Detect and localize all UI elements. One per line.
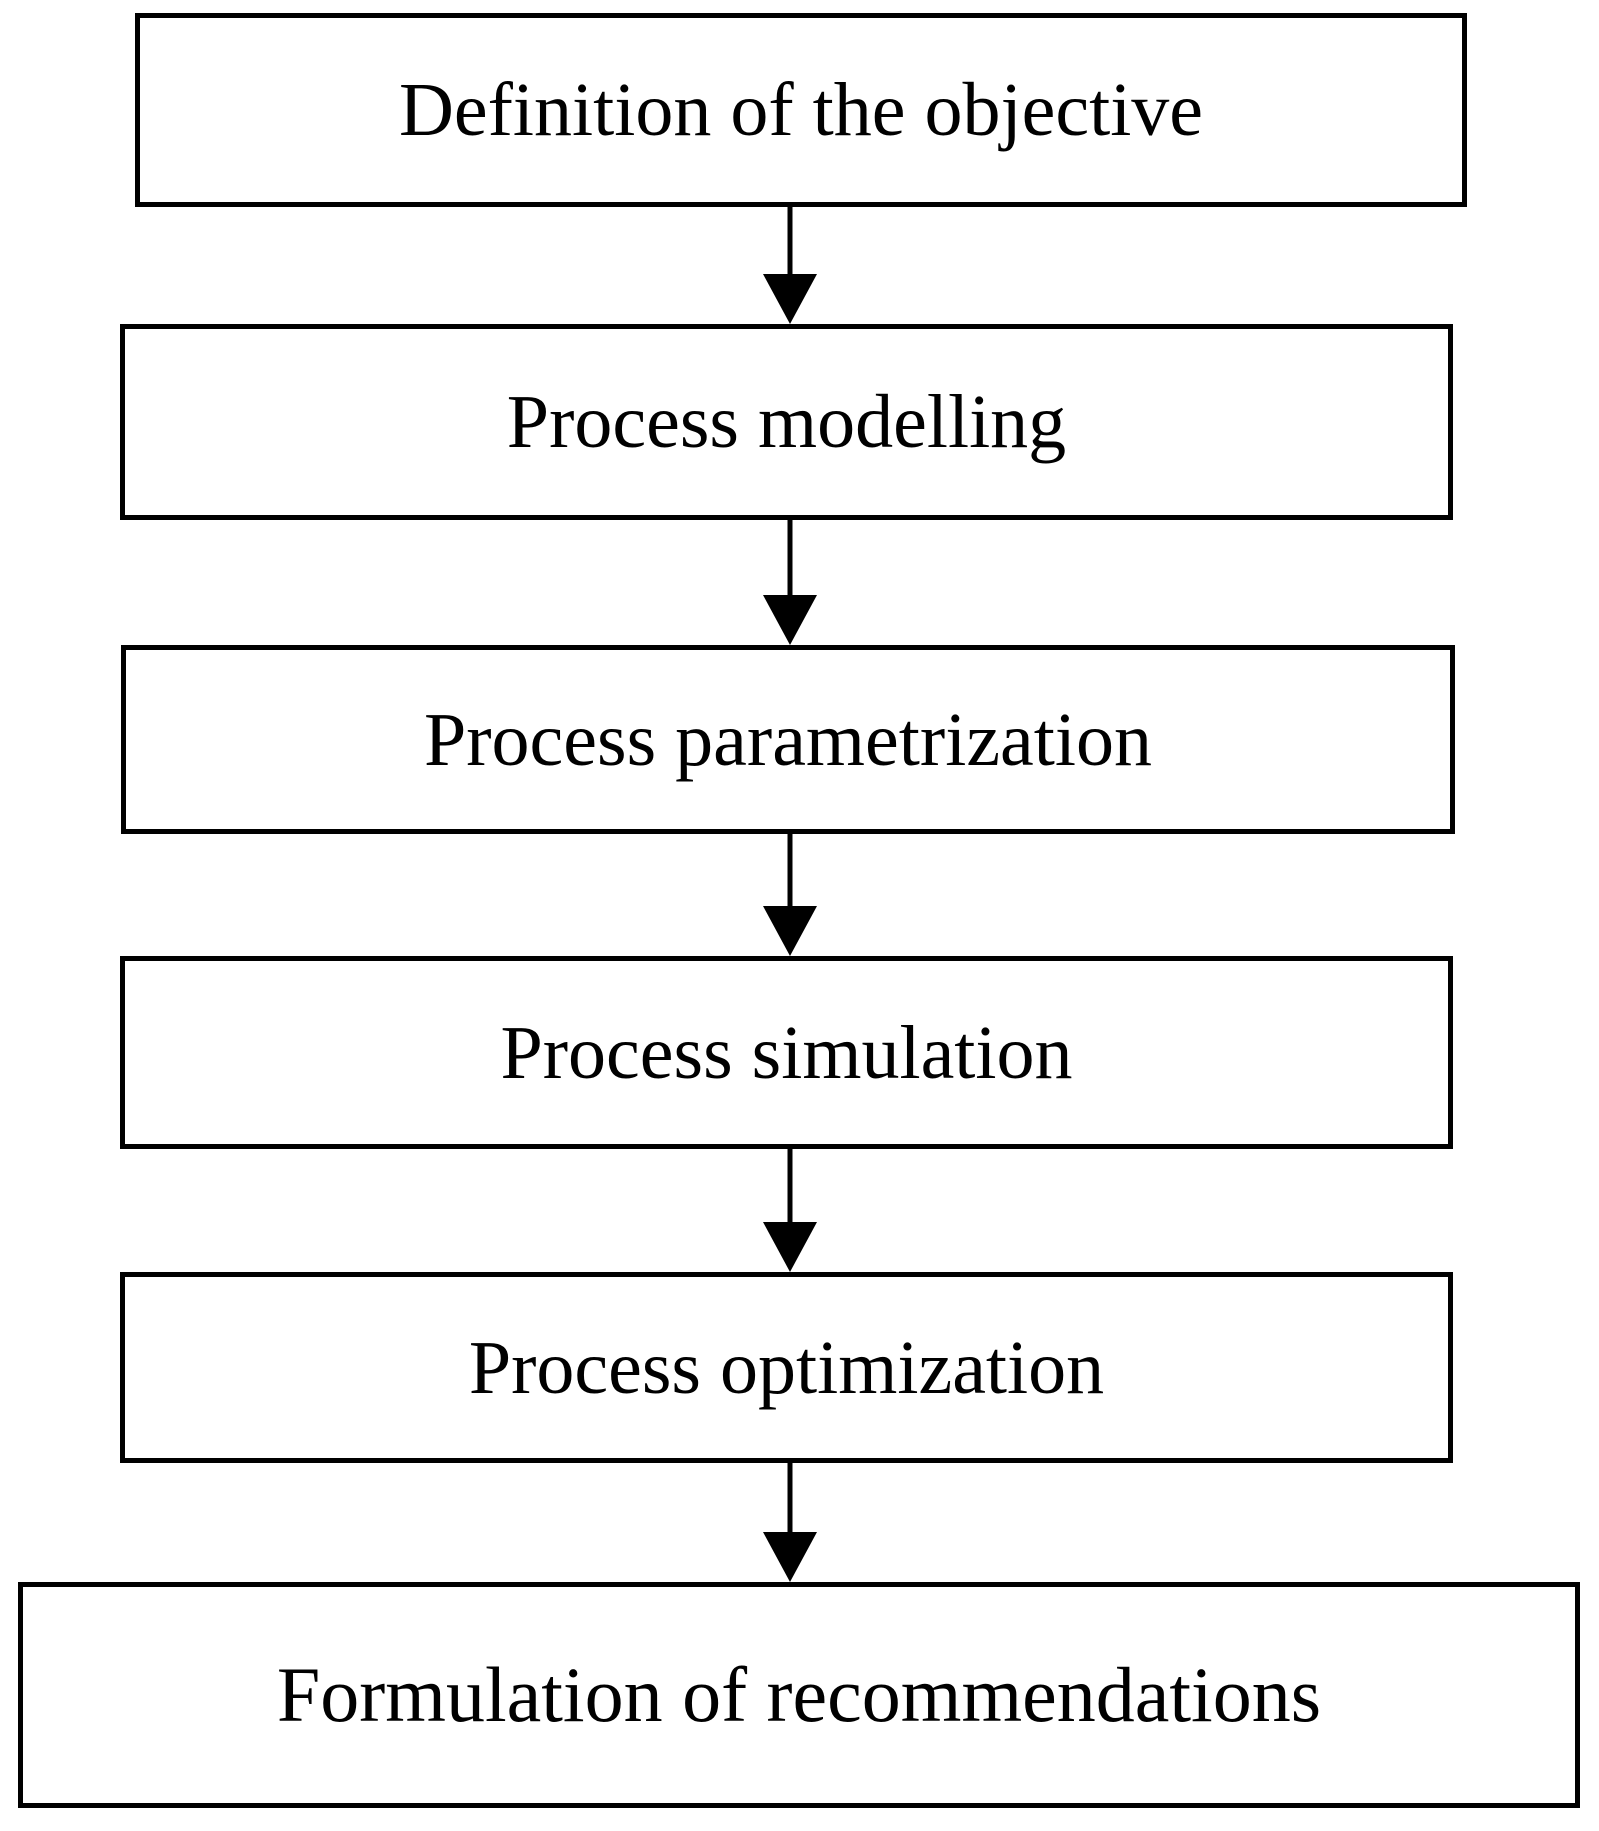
flowchart-node-formulation-of-recommendations: Formulation of recommendations [18, 1582, 1580, 1808]
flowchart-node-process-parametrization: Process parametrization [121, 645, 1455, 834]
arrow-head-icon [763, 1222, 817, 1272]
arrow-head-icon [763, 274, 817, 324]
arrow-line [787, 207, 793, 280]
arrow-line [787, 517, 793, 601]
arrow-line [787, 831, 793, 912]
arrow-head-icon [763, 595, 817, 645]
flowchart-node-process-modelling: Process modelling [120, 324, 1453, 520]
arrow-step4-to-step5 [763, 1147, 817, 1272]
flowchart-node-definition-of-the-objective: Definition of the objective [135, 13, 1467, 207]
arrow-step2-to-step3 [763, 517, 817, 645]
node-label: Formulation of recommendations [276, 1651, 1322, 1738]
arrow-step1-to-step2 [763, 207, 817, 324]
node-label: Process parametrization [423, 697, 1153, 782]
flowchart-node-process-optimization: Process optimization [120, 1272, 1453, 1463]
node-label: Process optimization [468, 1325, 1105, 1410]
arrow-line [787, 1461, 793, 1538]
node-label: Process modelling [506, 380, 1067, 464]
node-label: Definition of the objective [398, 68, 1204, 152]
arrow-step3-to-step4 [763, 831, 817, 956]
arrow-step5-to-step6 [763, 1461, 817, 1582]
flowchart-node-process-simulation: Process simulation [120, 956, 1453, 1149]
arrow-head-icon [763, 1532, 817, 1582]
arrow-line [787, 1147, 793, 1228]
arrow-head-icon [763, 906, 817, 956]
node-label: Process simulation [500, 1010, 1073, 1095]
